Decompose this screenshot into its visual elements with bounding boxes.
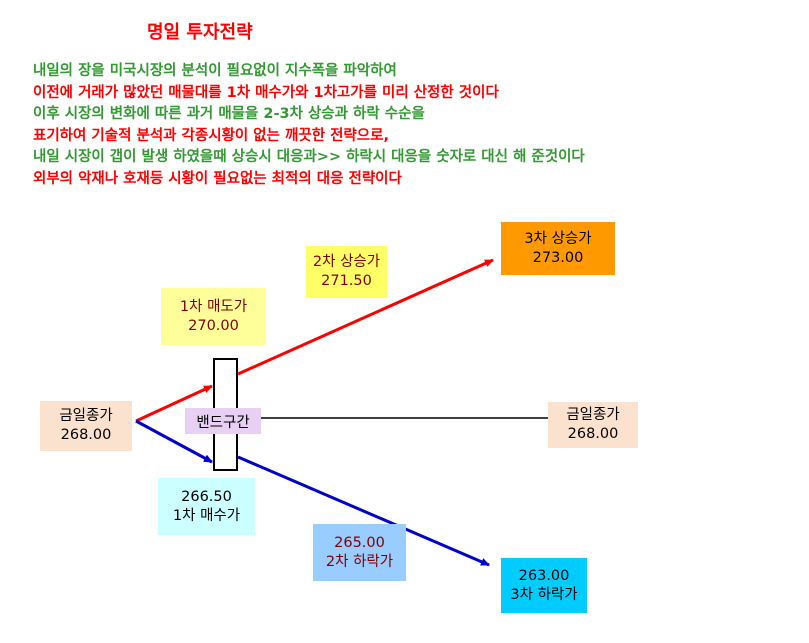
- close-right-box: 금일종가 268.00: [548, 402, 638, 448]
- sell1-box: 1차 매도가 270.00: [161, 288, 266, 345]
- fall3-value: 263.00: [518, 567, 570, 584]
- buy1-box: 266.50 1차 매수가: [158, 478, 255, 535]
- description-line-1: 내일의 장을 미국시장의 분석이 필요없이 지수폭을 파악하여: [33, 63, 397, 79]
- fall3-box: 263.00 3차 하락가: [501, 558, 587, 613]
- description-line-6: 외부의 악재나 호재등 시황이 필요없는 최적의 대응 전략이다: [33, 170, 402, 187]
- close-right-label: 금일종가: [566, 407, 620, 423]
- arrow-close-to-buy1: [135, 419, 213, 464]
- description-line-5: 내일 시장이 갭이 발생 하였을때 상승시 대응과>> 하락시 대응을 숫자로 …: [33, 149, 585, 165]
- rise3-value: 273.00: [532, 249, 584, 266]
- close-left-label: 금일종가: [59, 408, 113, 424]
- fall3-label: 3차 하락가: [510, 586, 578, 603]
- rise2-value: 271.50: [321, 273, 372, 289]
- sell1-label: 1차 매도가: [179, 298, 248, 315]
- arrow-sell1-to-rise3: [237, 258, 494, 376]
- fall2-value: 265.00: [334, 534, 385, 551]
- strategy-description: 내일의 장을 미국시장의 분석이 필요없이 지수폭을 파악하여 이전에 거래가 …: [33, 61, 585, 190]
- rise2-box: 2차 상승가 271.50: [306, 246, 387, 298]
- description-line-2: 이전에 거래가 많았던 매물대를 1차 매수가와 1차고가를 미리 산정한 것이…: [33, 84, 499, 101]
- rise3-label: 3차 상승가: [524, 230, 592, 247]
- arrow-buy1-to-fall3: [237, 455, 490, 567]
- fall2-label: 2차 하락가: [325, 553, 394, 570]
- close-left-value: 268.00: [60, 427, 112, 443]
- strategy-title: 명일 투자전략: [147, 22, 253, 43]
- arrow-close-to-sell1: [135, 384, 213, 423]
- close-left-box: 금일종가 268.00: [40, 401, 132, 451]
- description-line-4: 표기하여 기술적 분석과 각종시황이 없는 깨끗한 전략으로,: [33, 127, 389, 144]
- sell1-value: 270.00: [188, 317, 239, 334]
- fall2-box: 265.00 2차 하락가: [313, 524, 406, 581]
- rise2-label: 2차 상승가: [312, 254, 381, 270]
- rise3-box: 3차 상승가 273.00: [501, 222, 615, 275]
- description-line-3: 이후 시장의 변화에 따른 과거 매물을 2-3차 상승과 하락 수순을: [33, 106, 425, 122]
- band-range-label: 밴드구간: [185, 408, 261, 434]
- buy1-label: 1차 매수가: [172, 507, 241, 524]
- close-right-value: 268.00: [567, 426, 619, 442]
- buy1-value: 266.50: [181, 488, 232, 505]
